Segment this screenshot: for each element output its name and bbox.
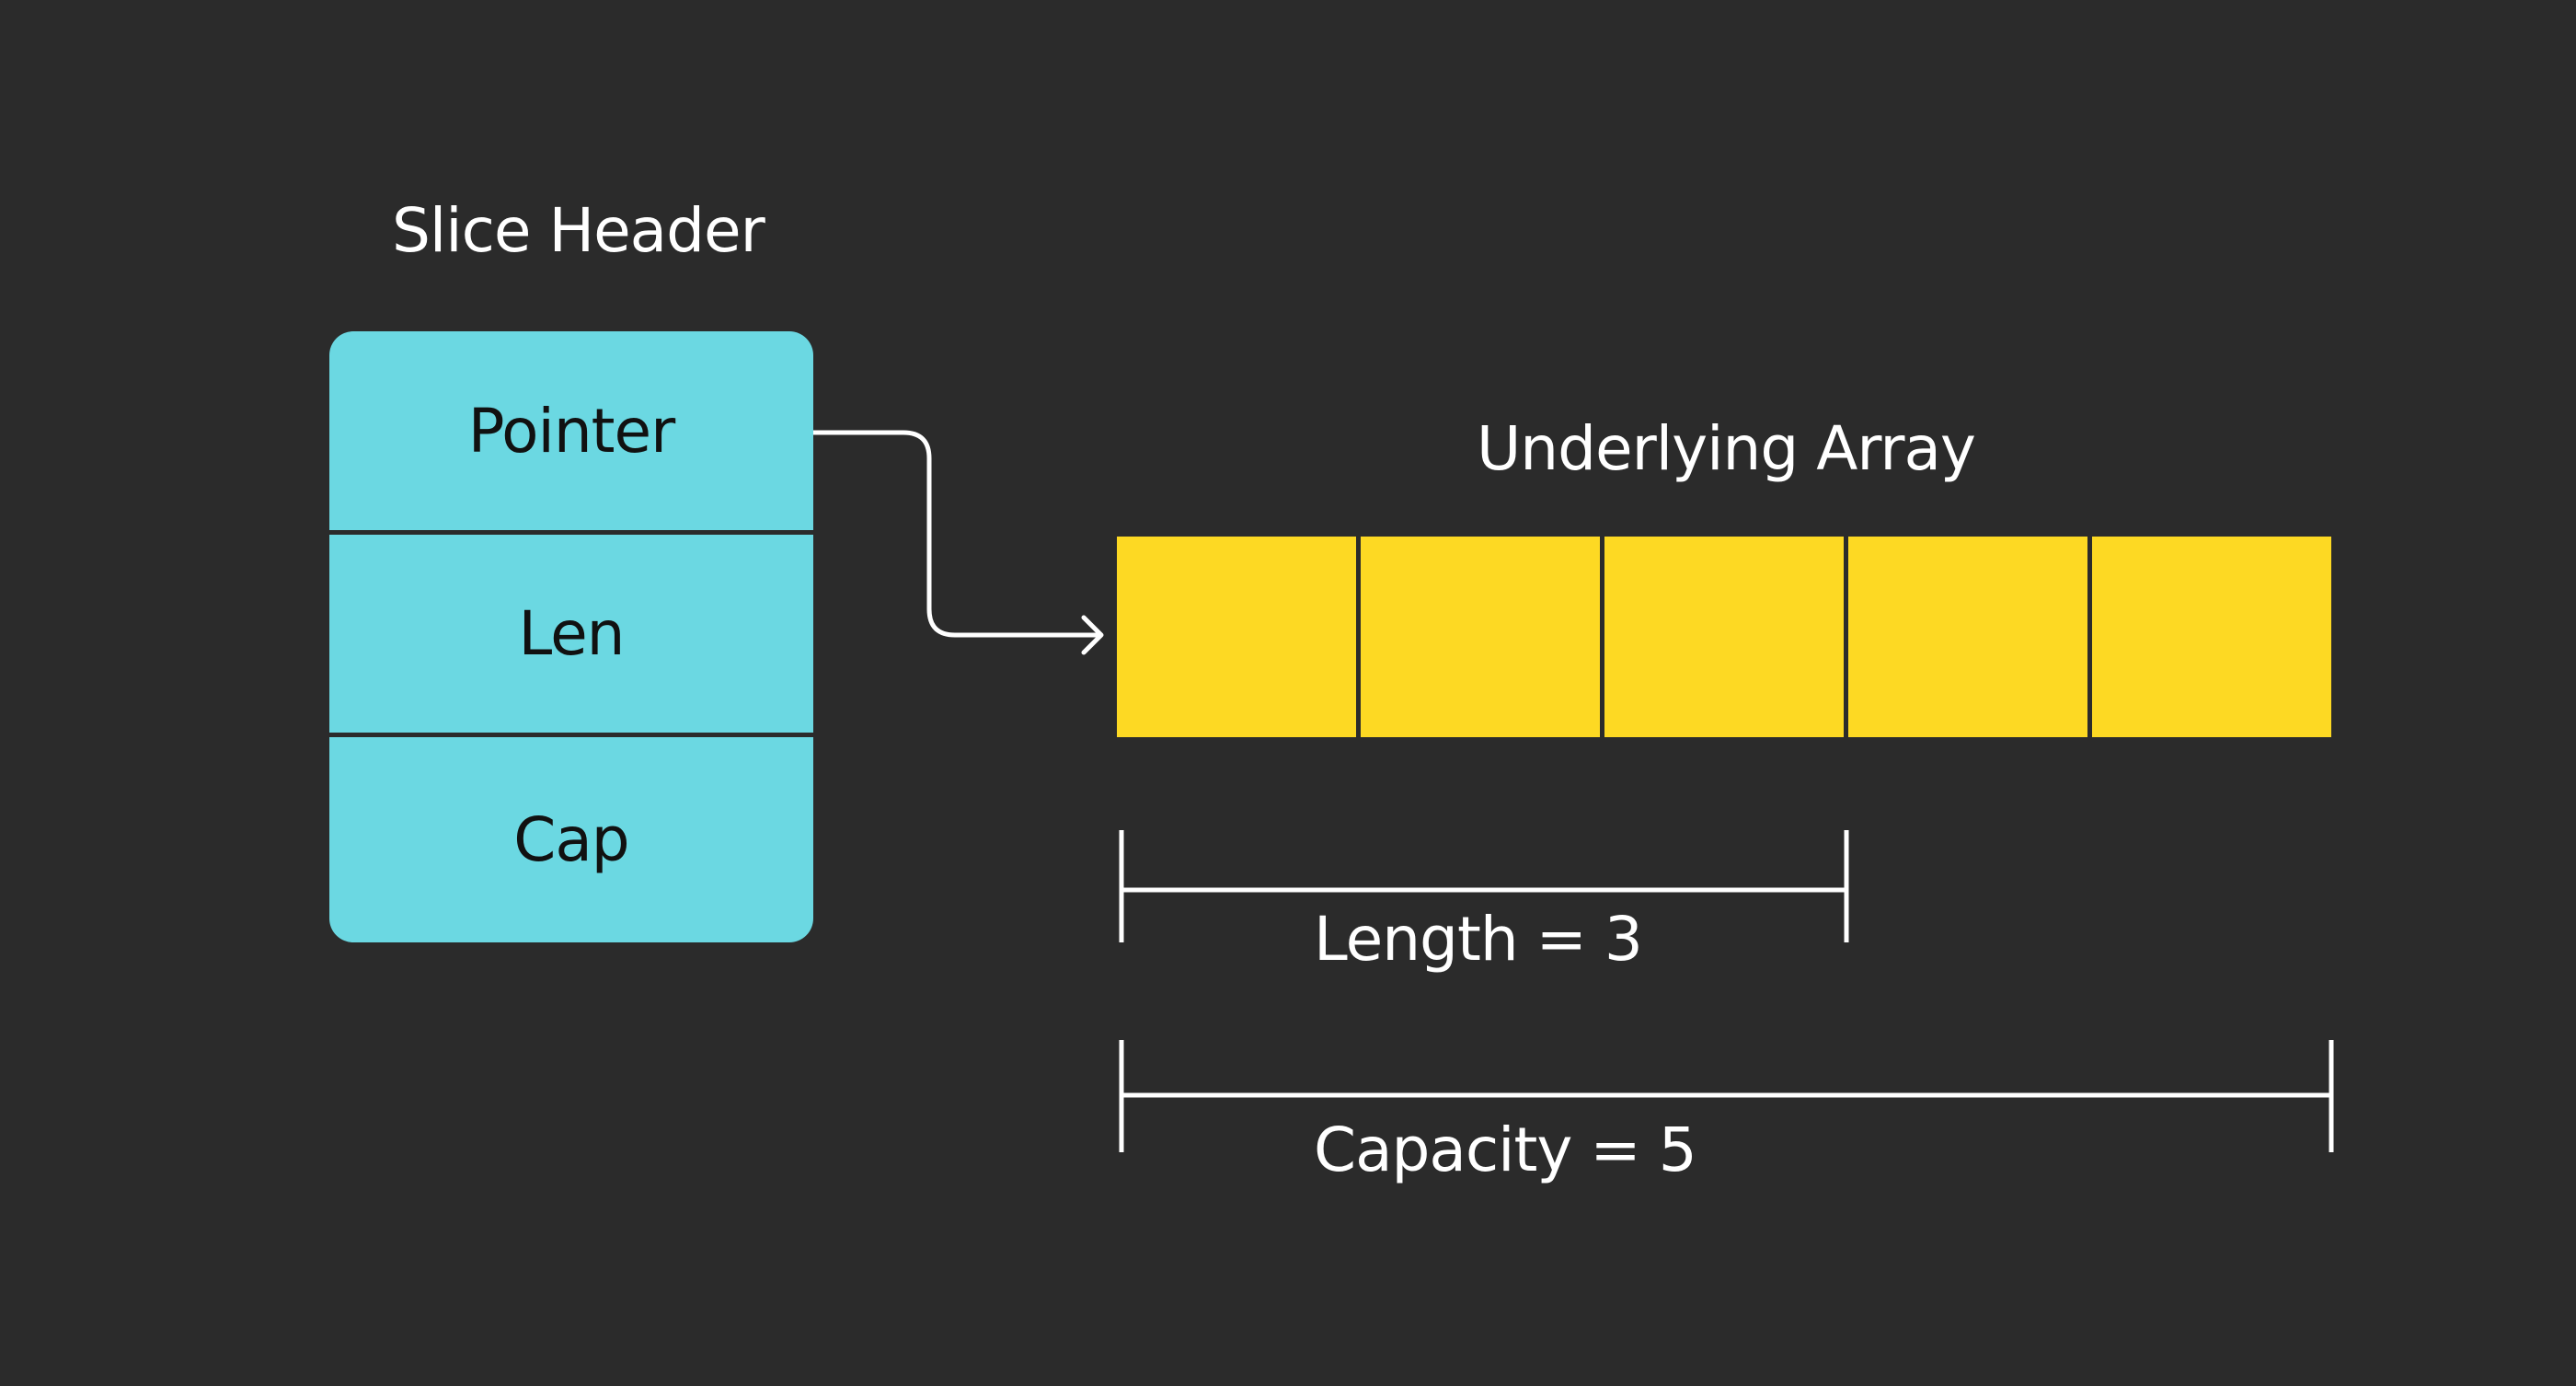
arrowhead-icon (1081, 615, 1104, 655)
pointer-field: Pointer (467, 395, 676, 467)
array-cell (1361, 537, 1600, 737)
underlying-array (1117, 537, 2331, 737)
capacity-bracket (1119, 1040, 2334, 1152)
slice-header-box: Pointer Len Cap (329, 331, 813, 942)
header-divider (329, 733, 813, 737)
array-cell (2092, 537, 2331, 737)
pointer-arrow (813, 430, 1099, 638)
array-cell (1117, 537, 1356, 737)
capacity-label: Capacity = 5 (1314, 1115, 1697, 1185)
underlying-array-title: Underlying Array (1477, 413, 1976, 484)
array-cell (1848, 537, 2087, 737)
len-field: Len (518, 597, 625, 669)
array-cell (1604, 537, 1844, 737)
slice-header-title: Slice Header (392, 195, 765, 266)
length-label: Length = 3 (1314, 904, 1643, 975)
length-bracket (1119, 830, 1849, 942)
cap-field: Cap (513, 803, 629, 875)
header-divider (329, 530, 813, 535)
